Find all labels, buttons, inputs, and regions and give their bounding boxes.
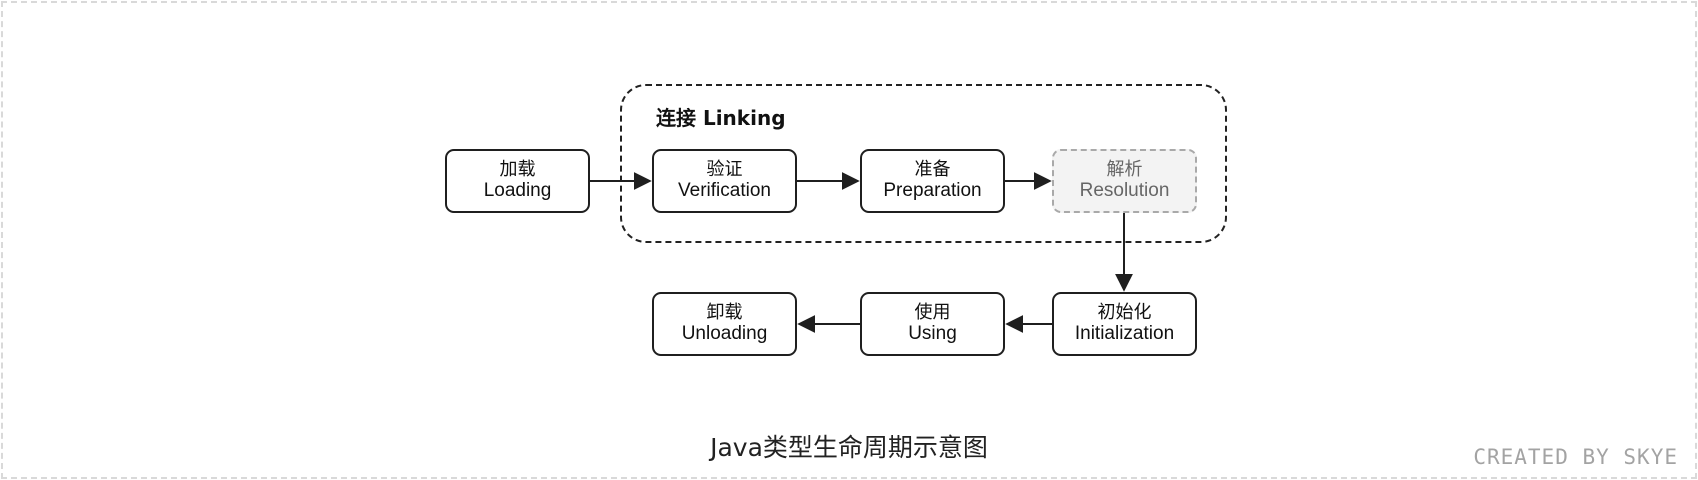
node-verification-en: Verification <box>678 180 771 202</box>
node-preparation: 准备 Preparation <box>860 149 1005 213</box>
node-using: 使用 Using <box>860 292 1005 356</box>
node-initialization-en: Initialization <box>1074 323 1175 345</box>
watermark: CREATED BY SKYE <box>1473 445 1678 469</box>
node-initialization: 初始化 Initialization <box>1052 292 1197 356</box>
node-preparation-cn: 准备 <box>914 158 951 180</box>
node-preparation-en: Preparation <box>883 180 982 202</box>
linking-group <box>620 84 1227 243</box>
node-loading: 加载 Loading <box>445 149 590 213</box>
node-unloading: 卸载 Unloading <box>652 292 797 356</box>
linking-group-title: 连接 Linking <box>656 106 786 130</box>
diagram-caption: Java类型生命周期示意图 <box>710 433 988 462</box>
node-initialization-cn: 初始化 <box>1097 301 1152 323</box>
node-unloading-cn: 卸载 <box>706 301 743 323</box>
node-using-cn: 使用 <box>914 301 951 323</box>
node-verification-cn: 验证 <box>706 158 743 180</box>
node-resolution: 解析 Resolution <box>1052 149 1197 213</box>
node-using-en: Using <box>908 323 957 345</box>
node-loading-cn: 加载 <box>499 158 536 180</box>
node-verification: 验证 Verification <box>652 149 797 213</box>
node-unloading-en: Unloading <box>681 323 768 345</box>
node-loading-en: Loading <box>483 180 552 202</box>
node-resolution-cn: 解析 <box>1106 158 1143 180</box>
node-resolution-en: Resolution <box>1079 180 1170 202</box>
